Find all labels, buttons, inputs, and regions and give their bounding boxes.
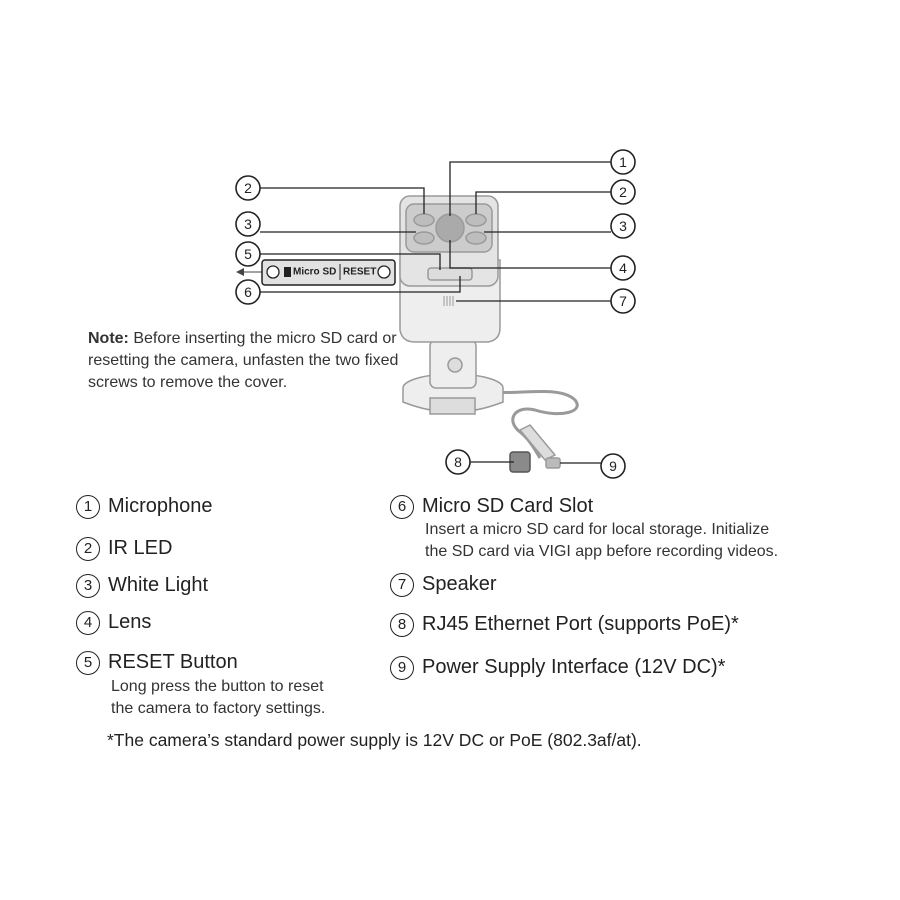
panel-label-reset: RESET bbox=[343, 267, 376, 278]
callout-1: 1 bbox=[610, 149, 636, 175]
camera-illustration bbox=[399, 195, 579, 473]
reset-desc-line-1: Long press the button to reset bbox=[111, 678, 324, 695]
callout-4: 4 bbox=[610, 255, 636, 281]
svg-text:2: 2 bbox=[619, 184, 627, 200]
svg-text:1: 1 bbox=[619, 154, 627, 170]
callout-9: 9 bbox=[600, 453, 626, 479]
callout-5: 5 bbox=[235, 241, 261, 267]
footnote: *The camera’s standard power supply is 1… bbox=[107, 730, 642, 750]
svg-text:9: 9 bbox=[609, 458, 617, 474]
svg-text:8: 8 bbox=[454, 454, 462, 470]
svg-text:2: 2 bbox=[244, 180, 252, 196]
callout-2-left: 2 bbox=[235, 175, 261, 201]
callout-7: 7 bbox=[610, 288, 636, 314]
svg-text:7: 7 bbox=[619, 293, 627, 309]
callout-8: 8 bbox=[445, 449, 471, 475]
note-label: Note: bbox=[88, 330, 129, 347]
panel-label-sd: Micro SD bbox=[293, 267, 336, 278]
leader-lines bbox=[260, 161, 611, 464]
callout-6: 6 bbox=[235, 279, 261, 305]
arrow-left-icon bbox=[236, 268, 244, 276]
svg-text:5: 5 bbox=[244, 246, 252, 262]
svg-text:3: 3 bbox=[619, 218, 627, 234]
note-text: Note: Before inserting the micro SD card… bbox=[88, 328, 408, 394]
callout-3-left: 3 bbox=[235, 211, 261, 237]
sd-reset-panel: Micro SD RESET bbox=[236, 259, 396, 286]
svg-text:3: 3 bbox=[244, 216, 252, 232]
svg-text:6: 6 bbox=[244, 284, 252, 300]
sd-desc-line-1: Insert a micro SD card for local storage… bbox=[425, 521, 770, 538]
callouts: 1 2 2 3 3 4 5 6 7 8 9 bbox=[235, 149, 636, 479]
note-body: Before inserting the micro SD card or re… bbox=[88, 330, 399, 391]
callout-3-right: 3 bbox=[610, 213, 636, 239]
sd-desc-line-2: the SD card via VIGI app before recordin… bbox=[425, 543, 779, 560]
sd-card-icon bbox=[284, 267, 291, 277]
svg-text:4: 4 bbox=[619, 260, 627, 276]
reset-desc-line-2: the camera to factory settings. bbox=[111, 700, 326, 717]
callout-2-right: 2 bbox=[610, 179, 636, 205]
